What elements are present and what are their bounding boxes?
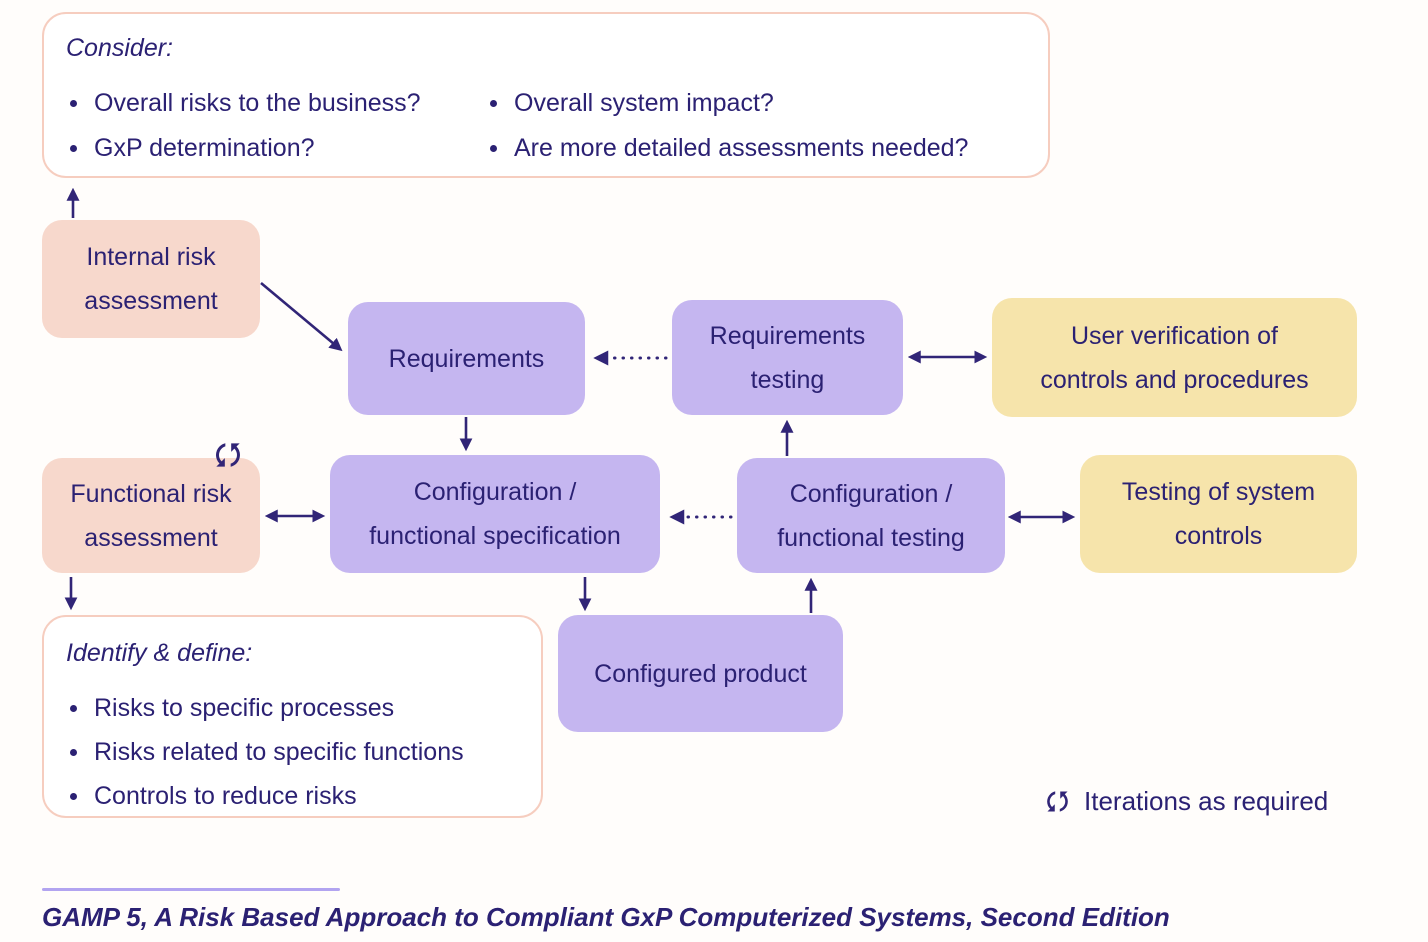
node-user-verification: User verification of controls and proced… bbox=[992, 298, 1357, 417]
bullet-label: Are more detailed assessments needed? bbox=[514, 134, 969, 162]
consider-callout: Consider: Overall risks to the business?… bbox=[42, 12, 1050, 178]
bullet-item: Risks related to specific functions bbox=[70, 737, 464, 767]
iterations-icon bbox=[1047, 791, 1068, 812]
bullet-item: GxP determination? bbox=[70, 133, 421, 163]
source-caption: GAMP 5, A Risk Based Approach to Complia… bbox=[42, 902, 1170, 932]
node-label-line: Testing of system bbox=[1121, 478, 1316, 506]
node-label-line: Configured product bbox=[594, 659, 807, 688]
bullet-label: Risks to specific processes bbox=[94, 694, 395, 722]
bullet-item: Risks to specific processes bbox=[70, 693, 464, 723]
identify-define-callout: Identify & define: Risks to specific pro… bbox=[42, 615, 543, 818]
node-label-line: Configuration / bbox=[789, 479, 953, 508]
identify-bullets: Risks to specific processes Risks relate… bbox=[70, 693, 464, 811]
node-requirements-testing: Requirements testing bbox=[672, 300, 903, 415]
bullet-label: Controls to reduce risks bbox=[94, 782, 357, 810]
bullet-label: Risks related to specific functions bbox=[94, 738, 464, 766]
node-label-line: assessment bbox=[84, 287, 218, 315]
node-label-line: User verification of bbox=[1070, 321, 1279, 350]
node-configuration-functional-specification: Configuration / functional specification bbox=[330, 455, 660, 573]
node-label-line: Requirements bbox=[388, 344, 545, 373]
bullet-item: Overall risks to the business? bbox=[70, 88, 421, 118]
node-label-line: controls bbox=[1174, 522, 1263, 550]
caption-divider bbox=[42, 888, 340, 891]
node-label-line: controls and procedures bbox=[1040, 365, 1309, 394]
bullet-dot bbox=[70, 749, 77, 756]
bullet-dot bbox=[70, 100, 77, 107]
identify-title: Identify & define: bbox=[66, 639, 253, 667]
bullet-label: Overall risks to the business? bbox=[94, 89, 421, 117]
node-label-line: Functional risk bbox=[70, 479, 232, 508]
node-internal-risk-assessment: Internal risk assessment bbox=[42, 220, 260, 338]
node-functional-risk-assessment: Functional risk assessment bbox=[42, 458, 260, 573]
arrow-internal-risk-to-requirements bbox=[260, 282, 343, 352]
node-configuration-functional-testing: Configuration / functional testing bbox=[737, 458, 1005, 573]
bullet-item: Are more detailed assessments needed? bbox=[490, 133, 968, 163]
consider-bullets-col1: Overall risks to the business? GxP deter… bbox=[70, 88, 421, 163]
node-label-line: assessment bbox=[84, 523, 218, 552]
bullet-label: GxP determination? bbox=[94, 134, 315, 162]
bullet-label: Overall system impact? bbox=[514, 89, 774, 117]
bullet-dot bbox=[490, 100, 497, 107]
bullet-dot bbox=[70, 145, 77, 152]
node-label-line: Internal risk bbox=[86, 243, 216, 271]
bullet-dot bbox=[490, 145, 497, 152]
bullet-item: Overall system impact? bbox=[490, 88, 968, 118]
legend-label: Iterations as required bbox=[1084, 786, 1329, 816]
consider-bullets-col2: Overall system impact? Are more detailed… bbox=[490, 88, 968, 163]
node-label-line: functional testing bbox=[777, 523, 965, 552]
bullet-dot bbox=[70, 793, 77, 800]
consider-title: Consider: bbox=[66, 34, 173, 62]
bullet-item: Controls to reduce risks bbox=[70, 781, 464, 811]
node-label-line: functional specification bbox=[369, 522, 621, 550]
iterations-legend: Iterations as required bbox=[1042, 786, 1328, 817]
node-configured-product: Configured product bbox=[558, 615, 843, 732]
node-label-line: testing bbox=[750, 365, 825, 394]
node-testing-of-system-controls: Testing of system controls bbox=[1080, 455, 1357, 573]
bullet-dot bbox=[70, 705, 77, 712]
node-label-line: Configuration / bbox=[413, 478, 577, 506]
iterations-icon bbox=[215, 443, 241, 467]
node-label-line: Requirements bbox=[709, 321, 866, 350]
node-requirements: Requirements bbox=[348, 302, 585, 415]
